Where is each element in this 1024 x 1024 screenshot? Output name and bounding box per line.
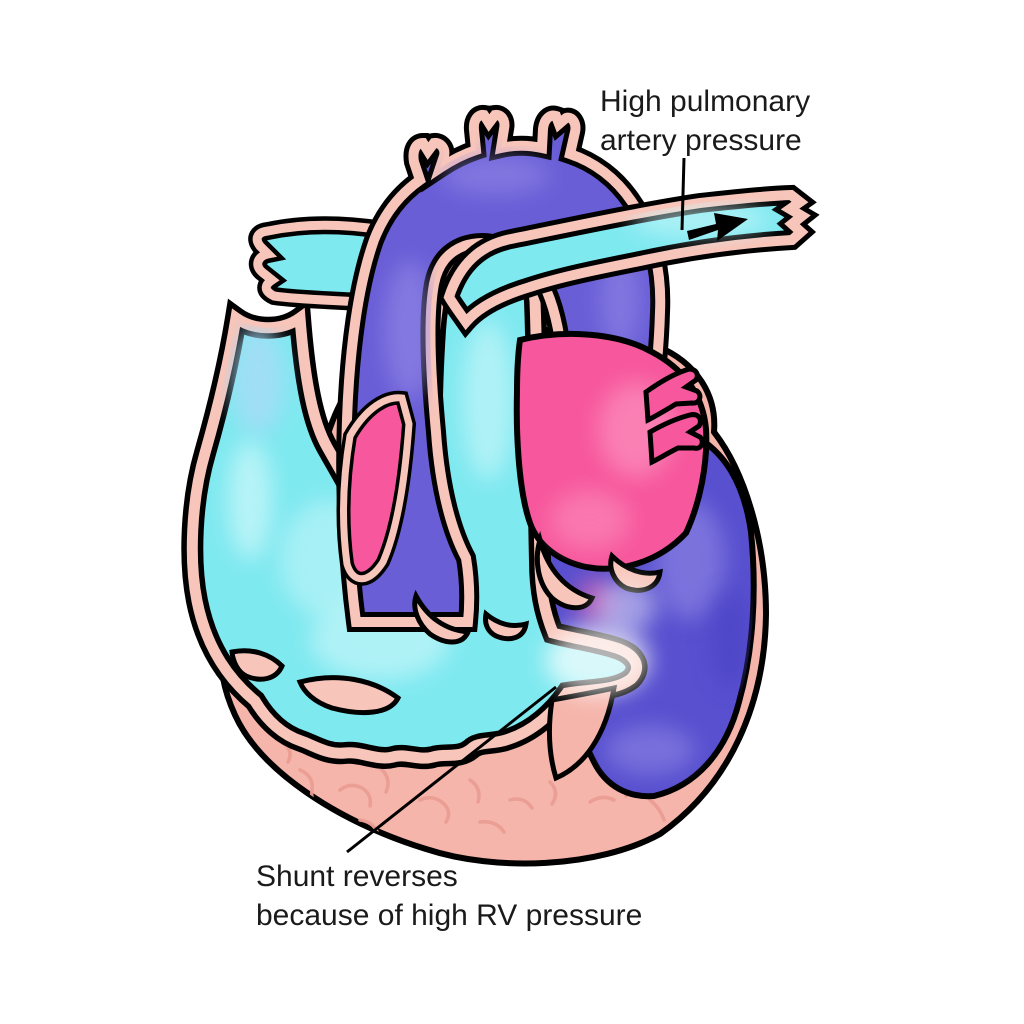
pulmonary-vein-stub-lower: [647, 412, 705, 466]
aortic-valve-leaflet: [412, 589, 472, 645]
valves-and-septum: [229, 530, 663, 782]
pulmonary-artery: [449, 195, 802, 322]
pulmonary-vein-stub-upper: [643, 366, 703, 424]
left-atrium: [517, 334, 707, 569]
right-heart-shading: [228, 320, 514, 680]
mitral-leaflet-anterior: [534, 530, 596, 611]
label-shunt-line1: Shunt reverses: [256, 860, 458, 893]
leader-line-shunt: [346, 685, 557, 854]
right-heart-and-pulmonary-trunk: [192, 242, 636, 758]
label-pa-pressure-line2: artery pressure: [600, 124, 802, 157]
vsd-shunt-fade: [546, 580, 656, 696]
annotations: High pulmonary artery pressure Shunt rev…: [256, 85, 810, 932]
tricuspid-leaflet: [296, 675, 402, 716]
label-shunt-line2: because of high RV pressure: [256, 899, 642, 932]
outflow-leaflet: [483, 609, 530, 642]
leader-line-pa-pressure: [680, 157, 686, 231]
left-ventricle-shading: [574, 500, 750, 775]
left-ventricle: [537, 418, 754, 796]
atrial-wall-fold: [229, 648, 285, 682]
flow-arrow-icon: [687, 213, 748, 241]
label-pa-pressure-line1: High pulmonary: [600, 85, 810, 118]
